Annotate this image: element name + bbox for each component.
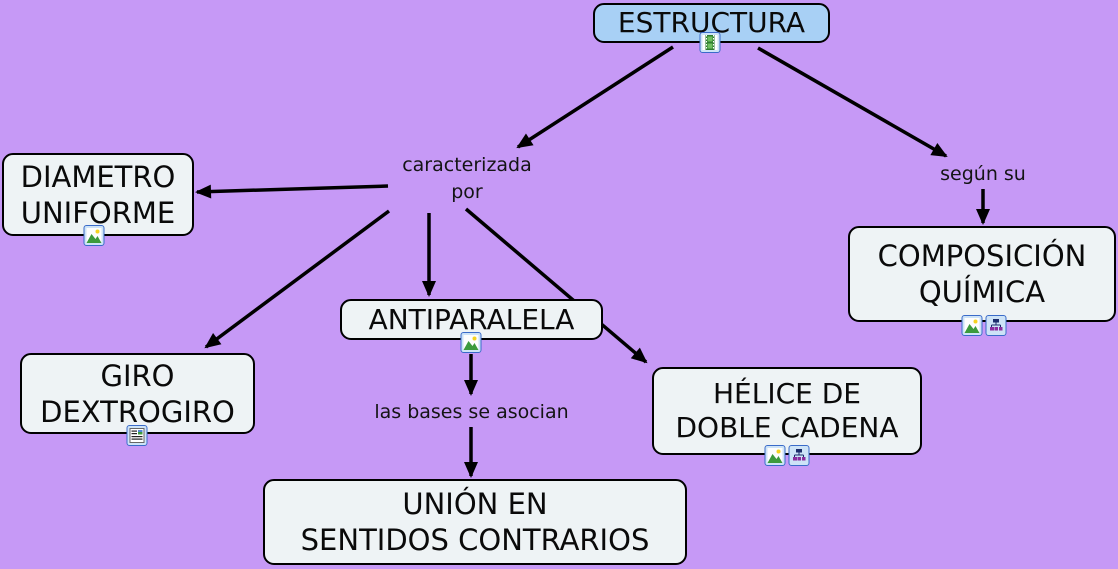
resource-icons-helice — [764, 445, 810, 466]
concept-node-giro-dextrogiro[interactable]: GIRO DEXTROGIRO — [20, 353, 255, 434]
cmap-icon[interactable] — [788, 445, 810, 466]
linking-phrase-caracterizada-por[interactable]: caracterizada por — [402, 154, 532, 203]
resource-icons-giro — [126, 425, 148, 446]
linking-phrase-segun-su[interactable]: según su — [940, 163, 1026, 185]
arrow-caracterizada-to-giro-dextrogiro — [204, 209, 391, 349]
video-icon[interactable] — [699, 32, 721, 53]
concept-node-diametro-uniforme[interactable]: DIAMETRO UNIFORME — [2, 153, 194, 236]
cmap-icon[interactable] — [985, 315, 1007, 336]
arrow-estructura-to-caracterizada-por — [516, 45, 674, 149]
image-icon[interactable] — [961, 315, 983, 336]
linking-phrase-las-bases-se-asocian[interactable]: las bases se asocian — [374, 401, 569, 423]
image-icon[interactable] — [764, 445, 786, 466]
concept-node-union-sentidos-contrarios[interactable]: UNIÓN EN SENTIDOS CONTRARIOS — [263, 479, 687, 565]
resource-icons-antiparalela — [460, 332, 482, 353]
resource-icons-estructura — [699, 32, 721, 53]
image-icon[interactable] — [83, 225, 105, 246]
arrow-estructura-to-segun-su — [757, 46, 948, 158]
resource-icons-composicion — [961, 315, 1007, 336]
concept-node-composicion-quimica[interactable]: COMPOSICIÓN QUÍMICA — [848, 226, 1116, 322]
resource-icons-diametro — [83, 225, 105, 246]
image-icon[interactable] — [460, 332, 482, 353]
arrow-caracterizada-to-diametro-uniforme — [195, 184, 389, 199]
webpage-icon[interactable] — [126, 425, 148, 446]
arrow-caracterizada-to-helice — [464, 207, 648, 364]
concept-node-helice-doble-cadena[interactable]: HÉLICE DE DOBLE CADENA — [652, 367, 922, 455]
